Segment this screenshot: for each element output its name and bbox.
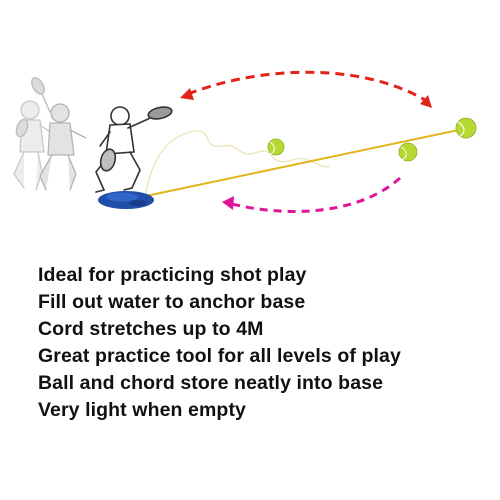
feature-item: Cord stretches up to 4M — [38, 318, 264, 340]
return-arrow-icon — [222, 176, 402, 213]
slack-cord — [144, 130, 331, 197]
feature-item: Great practice tool for all levels of pl… — [38, 345, 401, 367]
feature-item: Ball and chord store neatly into base — [38, 372, 384, 394]
player-figure — [95, 106, 173, 193]
feature-item: Ideal for practicing shot play — [38, 264, 307, 286]
tennis-ball-icon — [398, 142, 418, 162]
elastic-cord — [145, 127, 469, 197]
player-ghost-figures — [13, 77, 87, 191]
tennis-ball-icon — [455, 117, 477, 139]
tennis-trainer-illustration — [13, 70, 477, 213]
feature-list: Ideal for practicing shot play Fill out … — [38, 262, 401, 424]
water-filled-base-icon — [98, 191, 154, 209]
tennis-ball-icon — [267, 138, 285, 156]
feature-item: Fill out water to anchor base — [38, 291, 306, 313]
feature-item: Very light when empty — [38, 399, 246, 421]
outbound-arrow-icon — [180, 70, 432, 108]
